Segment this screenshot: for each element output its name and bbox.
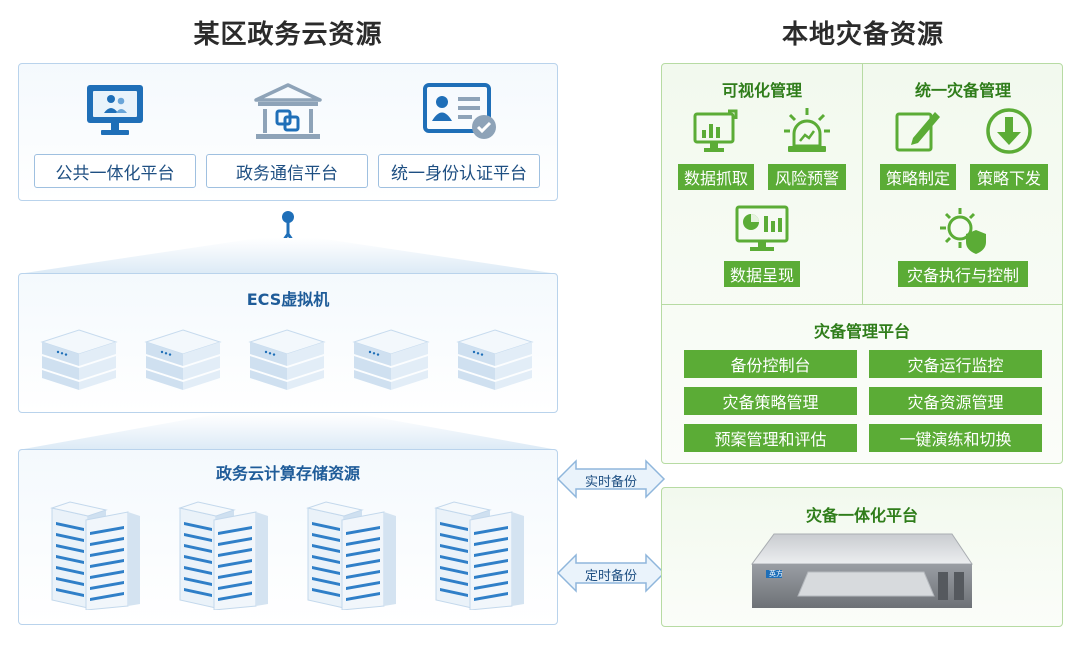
platform-label-communication: 政务通信平台 [206, 154, 368, 188]
storage-shade [18, 414, 558, 450]
mgmt-divider-horizontal [662, 304, 1062, 305]
risk-alarm-icon [782, 106, 832, 156]
appliance-title: 灾备一体化平台 [805, 506, 918, 525]
storage-rack [178, 500, 270, 611]
storage-rack [306, 500, 398, 611]
mgmt-item-console: 备份控制台 [684, 350, 857, 378]
data-dashboard-icon [734, 204, 790, 254]
platform-label-public: 公共一体化平台 [34, 154, 196, 188]
scheduled-backup-label: 定时备份 [584, 569, 637, 584]
realtime-backup-label: 实时备份 [584, 475, 637, 490]
visual-mgmt-title: 可视化管理 [721, 81, 802, 100]
left-heading: 某区政务云资源 [193, 20, 383, 50]
realtime-backup-arrow [556, 458, 666, 500]
dr-appliance-device [748, 532, 976, 612]
storage-rack [50, 500, 142, 611]
ecs-server-unit [456, 328, 534, 392]
download-circle-icon [984, 106, 1034, 156]
monitor-user-icon [84, 82, 146, 140]
data-capture-label: 数据抓取 [678, 164, 754, 190]
gear-shield-icon [938, 204, 990, 256]
unified-mgmt-title: 统一灾备管理 [914, 81, 1011, 100]
government-building-icon [252, 82, 324, 142]
mgmt-item-monitor: 灾备运行监控 [869, 350, 1042, 378]
mgmt-divider-vertical [862, 64, 863, 304]
appliance-brand-badge: 英方 [769, 570, 783, 578]
mgmt-item-drill: 一键演练和切换 [869, 424, 1042, 452]
ecs-server-unit [40, 328, 118, 392]
ecs-server-unit [144, 328, 222, 392]
ecs-title: ECS虚拟机 [246, 290, 330, 309]
ecs-server-unit [248, 328, 326, 392]
risk-alarm-label: 风险预警 [768, 164, 846, 190]
id-card-check-icon [422, 82, 498, 142]
ecs-shade [18, 238, 558, 274]
edit-policy-icon [893, 106, 943, 156]
dr-execution-label: 灾备执行与控制 [898, 261, 1028, 287]
mgmt-item-policy: 灾备策略管理 [684, 387, 857, 415]
platform-label-identity: 统一身份认证平台 [378, 154, 540, 188]
ecs-server-unit [352, 328, 430, 392]
mgmt-item-resource: 灾备资源管理 [869, 387, 1042, 415]
data-dashboard-label: 数据呈现 [724, 261, 800, 287]
edit-policy-label: 策略制定 [880, 164, 956, 190]
download-policy-label: 策略下发 [970, 164, 1048, 190]
platform-mgmt-title: 灾备管理平台 [813, 322, 910, 341]
mgmt-item-plan: 预案管理和评估 [684, 424, 857, 452]
storage-rack [434, 500, 526, 611]
storage-title: 政务云计算存储资源 [215, 464, 360, 483]
right-heading: 本地灾备资源 [781, 20, 944, 50]
data-capture-icon [692, 108, 740, 156]
